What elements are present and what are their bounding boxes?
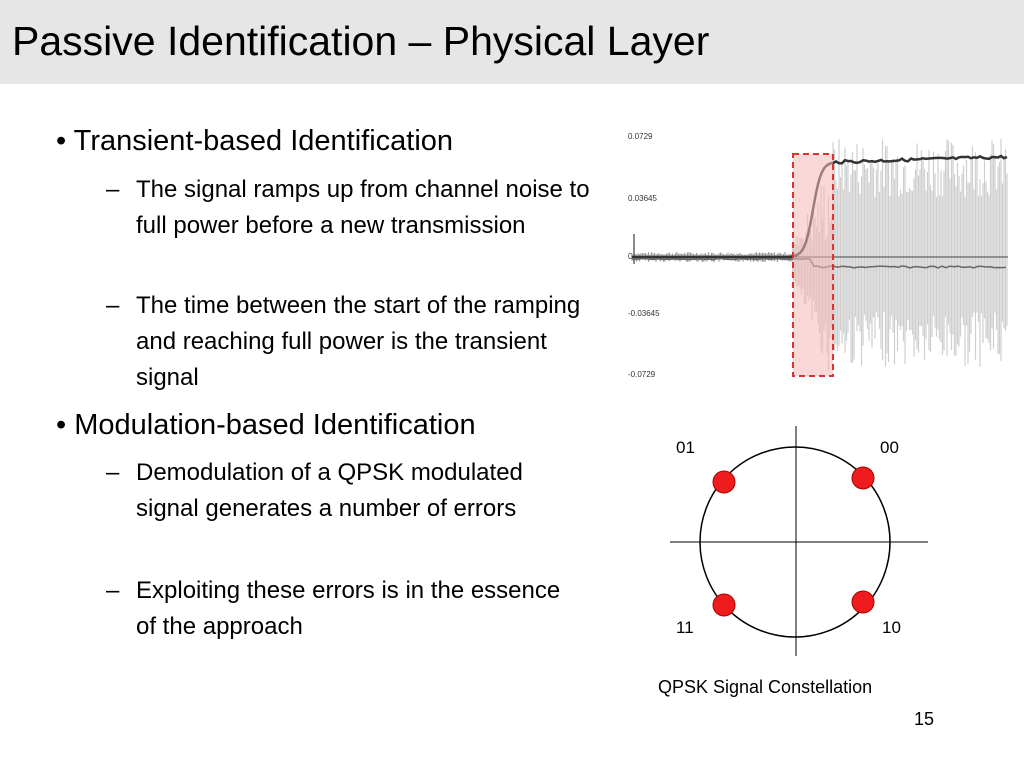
channel-noise (631, 138, 1008, 371)
label-00: 00 (880, 438, 899, 457)
slide-title: Passive Identification – Physical Layer (12, 18, 710, 64)
page-number: 15 (914, 709, 935, 729)
label-01: 01 (676, 438, 695, 457)
y-tick-label: -0.03645 (628, 309, 660, 318)
constellation-point-00 (851, 466, 875, 490)
y-tick-label: 0.0729 (628, 132, 653, 141)
y-tick-label: 0 (628, 252, 633, 261)
dash-marker: – (106, 459, 120, 486)
sub-bullet-transient-time: – The time between the start of the ramp… (106, 288, 616, 396)
title-bar: Passive Identification – Physical Layer (0, 0, 1024, 84)
qpsk-constellation: 00 01 11 10 (670, 426, 928, 656)
dash-marker: – (106, 577, 120, 604)
constellation-point-01 (712, 470, 736, 494)
y-tick-label: 0.03645 (628, 194, 657, 203)
sub-bullet-text: Exploiting these errors is in the essenc… (136, 577, 561, 640)
constellation-caption: QPSK Signal Constellation (658, 677, 873, 697)
y-tick-label: -0.0729 (628, 370, 656, 379)
transient-highlight (792, 153, 834, 377)
unit-circle (699, 446, 891, 638)
constellation-point-11 (712, 593, 736, 617)
bullet-modulation: • Modulation-based Identification (56, 409, 476, 441)
label-11: 11 (676, 618, 694, 637)
bullet-transient: • Transient-based Identification (56, 125, 454, 157)
label-10: 10 (882, 618, 901, 637)
sub-bullet-text: The time between the start of the rampin… (136, 292, 581, 391)
sub-bullet-text: The signal ramps up from channel noise t… (136, 176, 590, 239)
constellation-point-10 (851, 590, 875, 614)
sub-bullet-ramp: – The signal ramps up from channel noise… (106, 172, 616, 244)
dash-marker: – (106, 292, 120, 319)
sub-bullet-text: Demodulation of a QPSK modulated signal … (136, 459, 523, 522)
transient-waveform: 0.0729 0.03645 0 -0.03645 -0.0729 (628, 132, 1008, 379)
dash-marker: – (106, 176, 120, 203)
sub-bullet-demodulation: – Demodulation of a QPSK modulated signa… (106, 455, 586, 527)
sub-bullet-exploiting: – Exploiting these errors is in the esse… (106, 573, 586, 645)
